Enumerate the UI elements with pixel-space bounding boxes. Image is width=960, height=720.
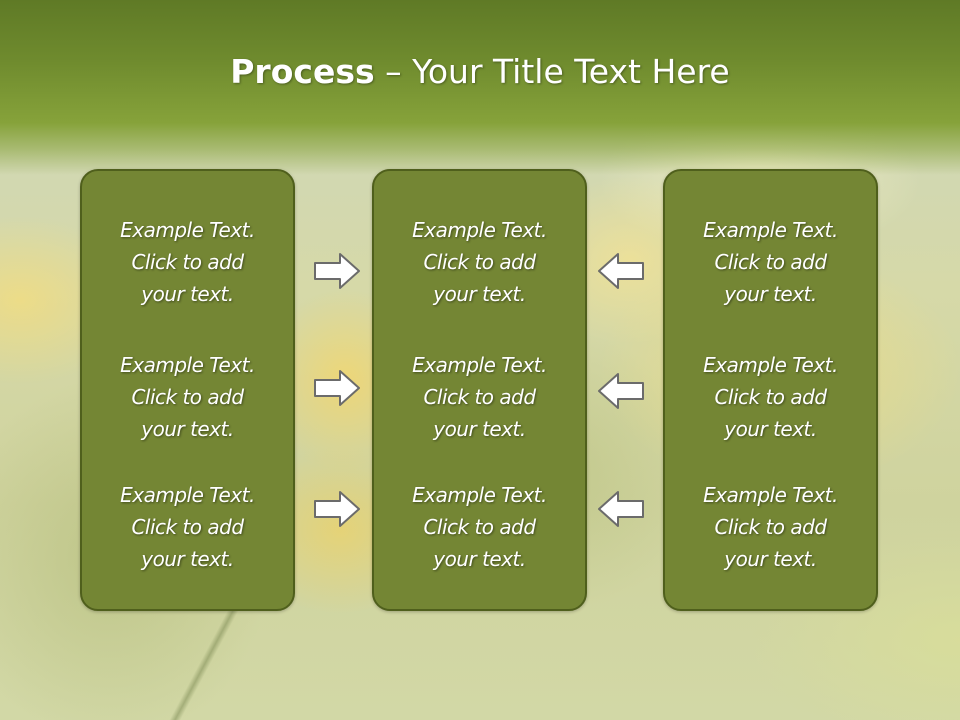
title-bold-text: Process <box>230 52 375 91</box>
text-line: Click to add <box>714 515 827 539</box>
title-band <box>0 0 960 175</box>
text-line: your text. <box>141 547 234 571</box>
text-line: Example Text. <box>703 353 838 377</box>
text-line: your text. <box>433 417 526 441</box>
text-line: Example Text. <box>412 353 547 377</box>
text-line: Example Text. <box>120 483 255 507</box>
text-block[interactable]: Example Text. Click to add your text. <box>82 349 293 445</box>
arrow-left-icon[interactable] <box>597 490 645 528</box>
text-line: Example Text. <box>120 353 255 377</box>
text-line: Click to add <box>131 250 244 274</box>
text-line: Click to add <box>423 515 536 539</box>
text-block[interactable]: Example Text. Click to add your text. <box>374 349 585 445</box>
text-line: Click to add <box>423 385 536 409</box>
text-line: your text. <box>724 282 817 306</box>
text-line: Example Text. <box>120 218 255 242</box>
text-line: Click to add <box>714 250 827 274</box>
arrow-left-icon[interactable] <box>597 372 645 410</box>
text-line: Example Text. <box>703 218 838 242</box>
arrow-right-icon[interactable] <box>313 369 361 407</box>
text-line: Example Text. <box>412 483 547 507</box>
text-line: Click to add <box>131 385 244 409</box>
arrow-left-icon[interactable] <box>597 252 645 290</box>
text-line: your text. <box>724 417 817 441</box>
text-block[interactable]: Example Text. Click to add your text. <box>665 214 876 310</box>
process-panel-center[interactable]: Example Text. Click to add your text. Ex… <box>372 169 587 611</box>
arrow-right-icon[interactable] <box>313 252 361 290</box>
text-block[interactable]: Example Text. Click to add your text. <box>374 214 585 310</box>
text-line: your text. <box>724 547 817 571</box>
text-block[interactable]: Example Text. Click to add your text. <box>374 479 585 575</box>
text-line: your text. <box>433 282 526 306</box>
process-panel-left[interactable]: Example Text. Click to add your text. Ex… <box>80 169 295 611</box>
text-line: your text. <box>141 282 234 306</box>
text-block[interactable]: Example Text. Click to add your text. <box>82 479 293 575</box>
text-block[interactable]: Example Text. Click to add your text. <box>665 479 876 575</box>
text-line: Example Text. <box>703 483 838 507</box>
text-line: Click to add <box>423 250 536 274</box>
title-rest-text: – Your Title Text Here <box>374 52 730 91</box>
text-line: your text. <box>141 417 234 441</box>
text-block[interactable]: Example Text. Click to add your text. <box>665 349 876 445</box>
text-line: Click to add <box>131 515 244 539</box>
text-line: Click to add <box>714 385 827 409</box>
process-panel-right[interactable]: Example Text. Click to add your text. Ex… <box>663 169 878 611</box>
text-line: your text. <box>433 547 526 571</box>
text-block[interactable]: Example Text. Click to add your text. <box>82 214 293 310</box>
text-line: Example Text. <box>412 218 547 242</box>
arrow-right-icon[interactable] <box>313 490 361 528</box>
slide-title[interactable]: Process – Your Title Text Here <box>0 52 960 91</box>
